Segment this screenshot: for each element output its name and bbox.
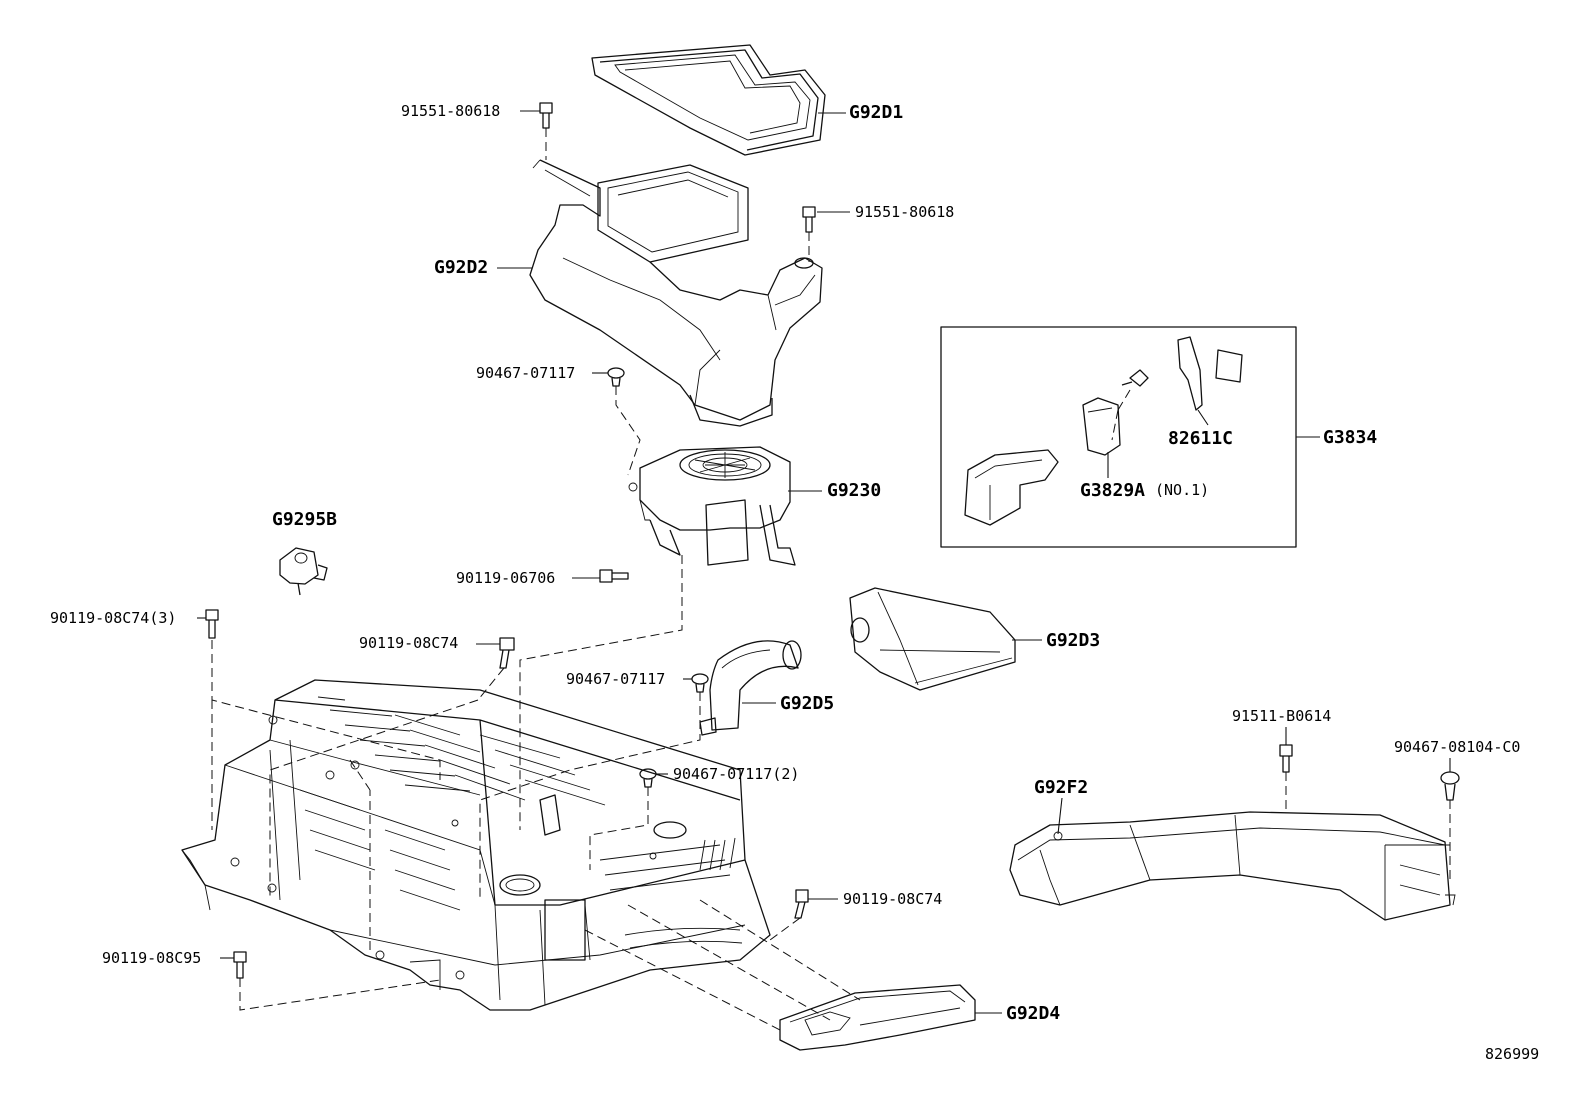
bracket-g9295b[interactable] [279,547,328,596]
label-g9230: G9230 [827,480,882,501]
label-g92f2: G92F2 [1034,777,1089,798]
blower-g9230[interactable] [628,446,796,566]
label-g3829a: G3829A [1080,480,1146,501]
label-g9295b: G9295B [272,509,338,530]
label-g92d4: G92D4 [1006,1003,1061,1024]
duct-g92d4[interactable] [779,984,976,1051]
label-90119-08c74-3: 90119-08C74(3) [50,609,177,627]
label-g3834: G3834 [1323,427,1378,448]
alignment-lines [211,128,1451,1031]
diagram-id: 826999 [1485,1045,1540,1063]
label-91551-80618-top: 91551-80618 [401,102,501,120]
label-90467-07117-a: 90467-07117 [476,364,576,382]
duct-g92d2[interactable] [529,159,823,427]
label-g92d5: G92D5 [780,693,835,714]
inset-g3834 [940,326,1297,548]
label-90119-08c95: 90119-08C95 [102,949,202,967]
label-90119-08c74-b: 90119-08C74 [359,634,459,652]
label-91511-b0614: 91511-B0614 [1232,707,1332,725]
label-90119-06706: 90119-06706 [456,569,556,587]
label-g92d3: G92D3 [1046,630,1101,651]
label-90119-08c74-c: 90119-08C74 [843,890,943,908]
hose-g92d5[interactable] [699,640,802,736]
label-g92d1: G92D1 [849,102,904,123]
label-g92d2: G92D2 [434,257,489,278]
label-82611c: 82611C [1168,428,1234,449]
label-90467-07117-2: 90467-07117(2) [673,765,800,783]
leader-lines [197,110,1451,1014]
label-90467-07117-b: 90467-07117 [566,670,666,688]
duct-g92d3[interactable] [849,587,1016,691]
label-no1: (NO.1) [1155,481,1210,499]
fasteners [205,102,1460,979]
duct-g92f2[interactable] [1009,811,1456,921]
label-90467-08104-c0: 90467-08104-C0 [1394,738,1521,756]
cover-g92d1[interactable] [591,44,826,156]
battery-pack[interactable] [181,679,771,1011]
label-91551-80618-right: 91551-80618 [855,203,955,221]
